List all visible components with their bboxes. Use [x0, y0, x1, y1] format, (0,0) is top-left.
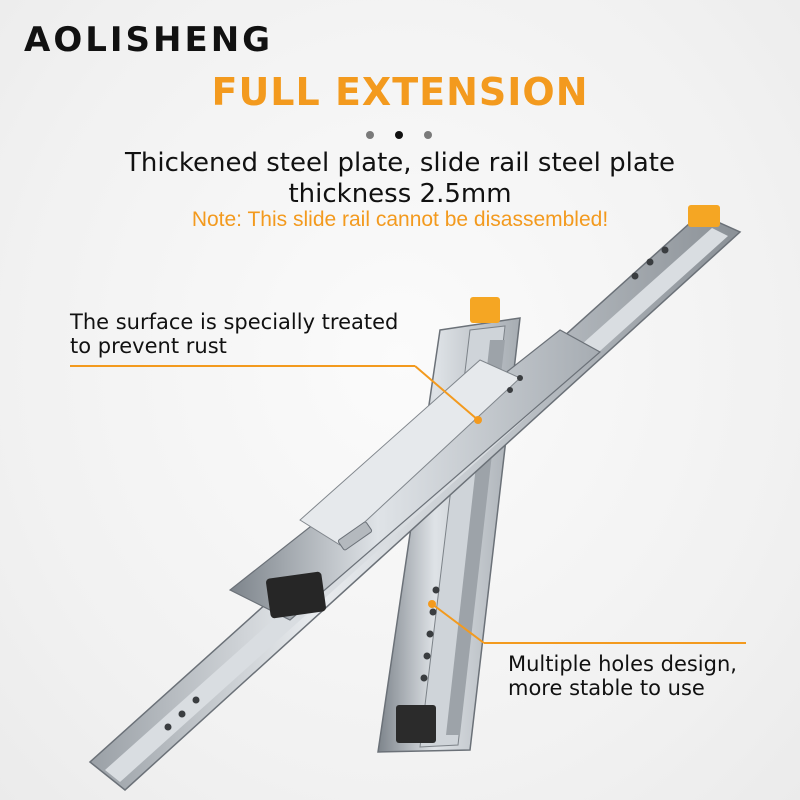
subtitle-line-1: Thickened steel plate, slide rail steel … [124, 148, 675, 178]
callout-holes-line-2: more stable to use [508, 676, 705, 700]
callout-holes-marker [428, 600, 436, 608]
callout-rust-treatment: The surface is specially treated to prev… [70, 310, 398, 358]
subtitle: Thickened steel plate, slide rail steel … [0, 148, 800, 210]
carousel-dot-2[interactable] [395, 131, 403, 139]
front-slide-rail [88, 205, 742, 791]
callout-multiple-holes: Multiple holes design, more stable to us… [508, 652, 737, 700]
front-rail-lever-tab [688, 205, 720, 227]
carousel-dot-1[interactable] [366, 131, 374, 139]
front-rail-plastic-clip [266, 571, 326, 619]
carousel-dots [366, 131, 436, 141]
subtitle-line-2: thickness 2.5mm [288, 179, 512, 209]
callout-rust-line-2: to prevent rust [70, 334, 227, 358]
callout-rust-line-1: The surface is specially treated [70, 310, 399, 334]
callout-holes-line-1: Multiple holes design, [508, 652, 737, 676]
warning-note: Note: This slide rail cannot be disassem… [191, 208, 609, 231]
brand-logo: AOLISHENG [24, 20, 274, 60]
release-latch [337, 521, 373, 551]
carousel-dot-3[interactable] [424, 131, 432, 139]
callout-rust-marker [474, 416, 482, 424]
callout-rust-leader [70, 365, 415, 367]
rear-rail-plastic-clip [396, 705, 436, 743]
headline: FULL EXTENSION [211, 70, 589, 114]
callout-holes-leader [484, 642, 746, 644]
rear-rail-lever-tab [470, 297, 500, 323]
